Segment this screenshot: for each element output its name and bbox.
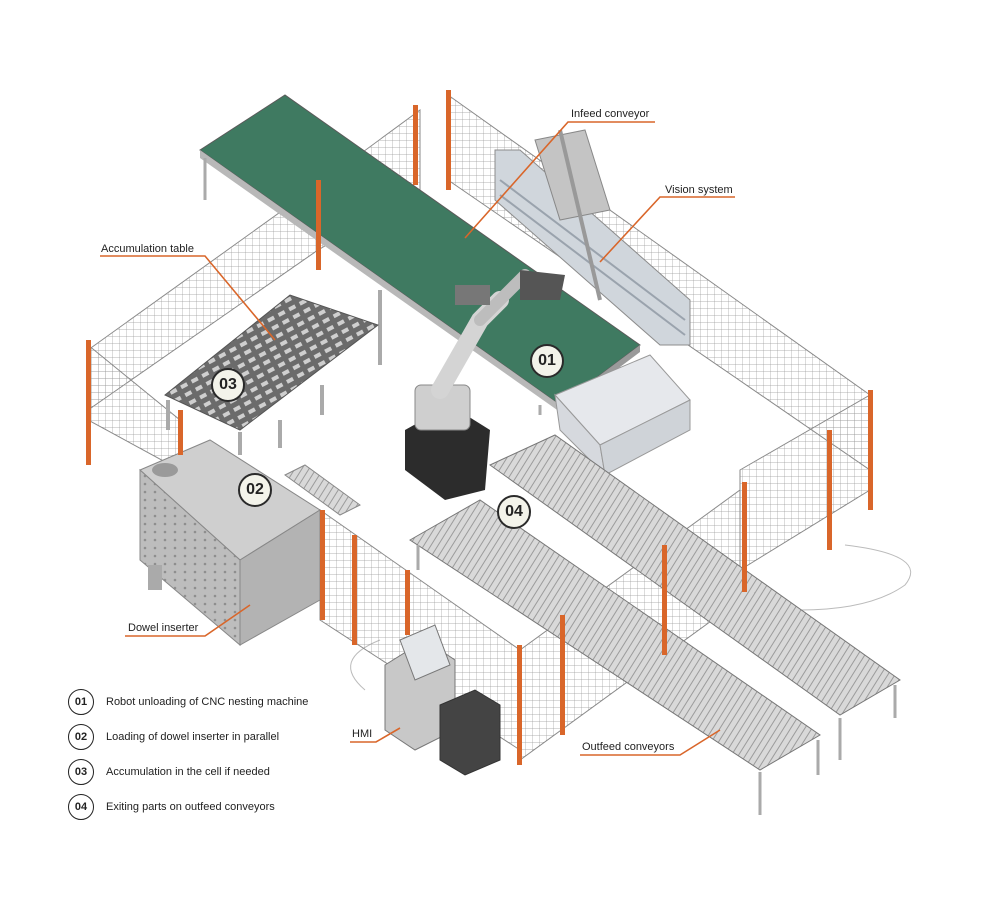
marker-04: 04 — [497, 495, 531, 529]
legend-number: 03 — [68, 758, 94, 785]
robot-arm — [405, 269, 565, 500]
legend-number: 02 — [68, 723, 94, 750]
callout-hmi: HMI — [352, 728, 373, 740]
leader-hmi — [350, 727, 401, 743]
legend-text: Robot unloading of CNC nesting machine — [106, 695, 309, 708]
leader-outfeed — [580, 729, 721, 756]
legend-text: Exiting parts on outfeed conveyors — [106, 800, 275, 813]
door-swing-arc-right — [799, 544, 911, 611]
leader-lines — [100, 121, 735, 756]
legend-text: Accumulation in the cell if needed — [106, 765, 270, 778]
callout-vision-system: Vision system — [665, 184, 733, 196]
vision-system — [494, 129, 691, 346]
callout-accumulation-table: Accumulation table — [101, 243, 194, 255]
legend-number: 01 — [68, 688, 94, 715]
legend-item-04: 04 Exiting parts on outfeed conveyors — [68, 789, 308, 824]
marker-01: 01 — [530, 344, 564, 378]
leader-dowel — [125, 604, 251, 637]
legend: 01 Robot unloading of CNC nesting machin… — [68, 684, 308, 824]
legend-item-01: 01 Robot unloading of CNC nesting machin… — [68, 684, 308, 719]
leader-vision — [599, 196, 735, 263]
dowel-inserter — [139, 439, 361, 647]
leader-infeed — [464, 121, 655, 239]
callout-dowel-inserter: Dowel inserter — [128, 622, 199, 634]
outfeed-conveyors — [409, 434, 901, 815]
marker-03: 03 — [211, 368, 245, 402]
marker-02: 02 — [238, 473, 272, 507]
hmi-station — [384, 624, 501, 776]
callout-infeed-conveyor: Infeed conveyor — [571, 108, 650, 120]
legend-item-03: 03 Accumulation in the cell if needed — [68, 754, 308, 789]
collection-bin — [554, 354, 691, 477]
legend-number: 04 — [68, 793, 94, 820]
callout-outfeed-conveyors: Outfeed conveyors — [582, 741, 675, 753]
legend-text: Loading of dowel inserter in parallel — [106, 730, 280, 743]
legend-item-02: 02 Loading of dowel inserter in parallel — [68, 719, 308, 754]
fence-posts — [86, 90, 873, 765]
leader-accumulation — [100, 255, 276, 341]
